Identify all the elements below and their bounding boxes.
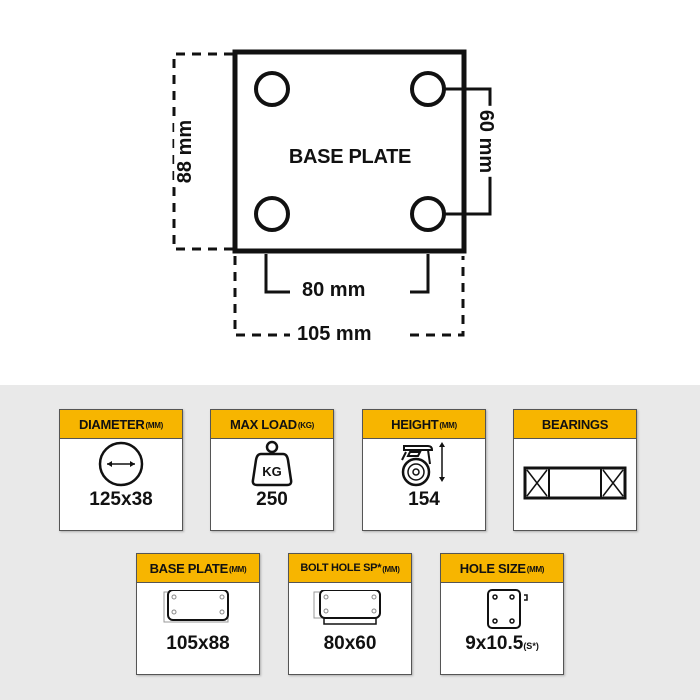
spec-label: BOLT HOLE SP* <box>300 562 382 574</box>
spec-unit: (MM) <box>526 565 545 574</box>
spec-header: DIAMETER(MM) <box>60 410 182 439</box>
plate-height-label: 88 mm <box>174 115 198 188</box>
base-plate-title: BASE PLATE <box>288 146 412 168</box>
bearing-icon <box>514 439 636 527</box>
base-plate-outline <box>232 49 467 254</box>
spec-unit: (MM) <box>145 421 164 430</box>
svg-text:KG: KG <box>262 464 282 479</box>
weight-icon: KG <box>211 439 333 489</box>
diagram-area: BASE PLATE 80 mm 105 mm 88 mm 60 mm <box>172 49 498 346</box>
spec-value-main: 9x10.5 <box>465 633 524 654</box>
spec-label: HEIGHT <box>391 416 439 432</box>
hole-spacing-vertical-label: 60 mm <box>474 105 498 178</box>
spec-card-max-load: MAX LOAD(KG) KG 250 <box>210 409 334 531</box>
spec-header: MAX LOAD(KG) <box>211 410 333 439</box>
spec-value: 125x38 <box>89 489 153 510</box>
spec-unit: (KG) <box>297 421 315 430</box>
plate-width-label: 105 mm <box>293 323 376 346</box>
spec-unit: (MM) <box>382 565 400 574</box>
wheel-diameter-icon <box>60 439 182 489</box>
spec-unit: (MM) <box>439 421 457 430</box>
spec-label: HOLE SIZE <box>459 560 526 576</box>
spec-card-hole-size: HOLE SIZE(MM) 9x10.5(S*) <box>440 553 564 675</box>
base-plate-diagram <box>172 49 492 337</box>
hole-size-icon <box>441 583 563 633</box>
spec-unit: (MM) <box>228 565 247 574</box>
spec-header: BASE PLATE(MM) <box>137 554 259 583</box>
spec-value: 250 <box>256 489 288 510</box>
spec-card-height: HEIGHT(MM) 154 <box>362 409 486 531</box>
spec-card-bearings: BEARINGS <box>513 409 637 531</box>
caster-height-icon <box>363 439 485 489</box>
spec-label: BEARINGS <box>541 416 609 432</box>
spec-header: HOLE SIZE(MM) <box>441 554 563 583</box>
spec-value-suffix: (S*) <box>523 641 539 651</box>
spec-card-diameter: DIAMETER(MM) 125x38 <box>59 409 183 531</box>
spec-label: DIAMETER <box>79 416 145 432</box>
bolt-hole-icon <box>254 71 290 107</box>
spec-header: HEIGHT(MM) <box>363 410 485 439</box>
hole-spacing-horizontal-label: 80 mm <box>298 279 370 302</box>
spec-label: BASE PLATE <box>149 560 229 576</box>
spec-value: 80x60 <box>323 633 377 654</box>
spec-value: 154 <box>408 489 440 510</box>
spec-value: 9x10.5(S*) <box>441 633 563 657</box>
bolt-hole-spacing-icon <box>289 583 411 633</box>
base-plate-icon <box>137 583 259 633</box>
spec-card-bolt-hole-spacing: BOLT HOLE SP*(MM) 80x60 <box>288 553 412 675</box>
spec-value: 105x88 <box>166 633 230 654</box>
spec-card-base-plate: BASE PLATE(MM) 105x88 <box>136 553 260 675</box>
bolt-hole-icon <box>254 196 290 232</box>
spec-header: BOLT HOLE SP*(MM) <box>289 554 411 583</box>
spec-label: MAX LOAD <box>229 416 297 432</box>
spec-header: BEARINGS <box>514 410 636 439</box>
